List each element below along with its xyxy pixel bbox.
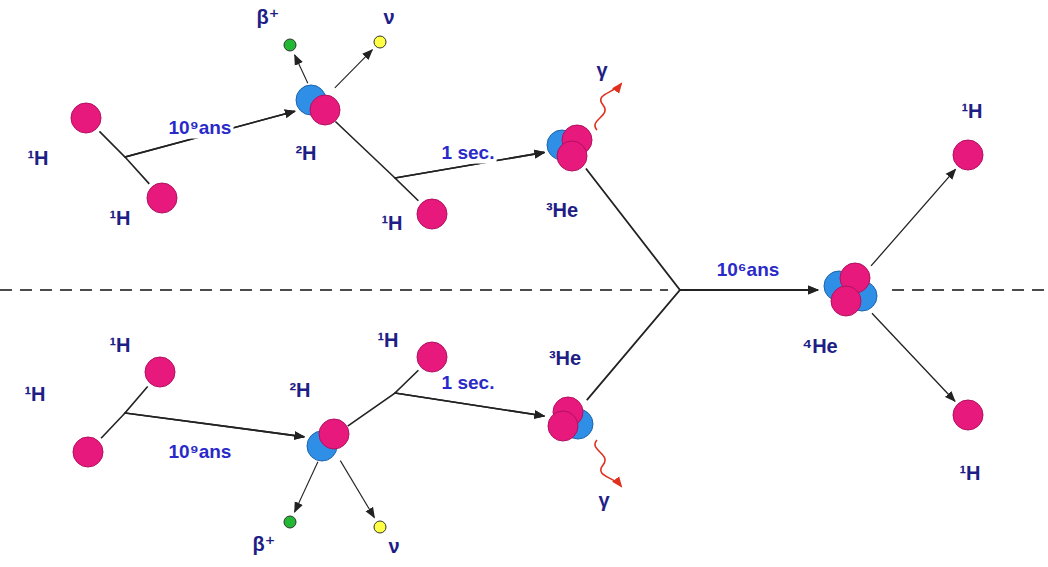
particle-shape <box>72 436 104 468</box>
particle-shape <box>416 341 448 373</box>
helium3-nucleus: ³He <box>546 124 594 172</box>
proton-sphere <box>319 419 349 449</box>
proton-sphere <box>417 199 447 229</box>
particle-label: ²H <box>295 142 316 164</box>
particle-label: ¹H <box>381 212 402 234</box>
reaction-arrow <box>125 111 295 184</box>
duration-label: 1 sec. <box>440 373 497 394</box>
proton-sphere <box>71 103 101 133</box>
reaction-arrow <box>871 169 955 266</box>
separator-dashed-line <box>0 289 668 291</box>
particle-label: ¹H <box>24 383 45 405</box>
reaction-arrow <box>335 50 372 88</box>
proton-sphere <box>417 342 447 372</box>
connector-group <box>99 50 955 518</box>
particle-shape <box>820 260 880 320</box>
particle-shape <box>146 182 178 214</box>
particle-shape <box>283 38 297 52</box>
helium4-nucleus: ⁴He <box>820 260 880 320</box>
duration-label: 10⁶ans <box>715 260 782 281</box>
proton-sphere <box>953 140 983 170</box>
particle-label: ⁴He <box>802 335 837 357</box>
duration-label: 1 sec. <box>440 143 497 164</box>
deuterium-nucleus: ²H <box>295 82 341 128</box>
particle-label: ¹H <box>961 100 982 122</box>
proton-sphere <box>145 357 175 387</box>
particle-label: β⁺ <box>253 533 276 555</box>
particle-dot <box>284 39 296 51</box>
particle-shape <box>952 399 984 431</box>
proton-sphere <box>557 141 587 171</box>
gamma-label: γ <box>596 59 607 81</box>
proton-sphere <box>73 437 103 467</box>
particle-shape <box>952 139 984 171</box>
proton-sphere <box>548 411 578 441</box>
reaction-arrow <box>99 111 294 157</box>
particle-shape <box>283 515 297 529</box>
proton: ¹H <box>952 139 984 171</box>
proton-sphere <box>953 400 983 430</box>
deuterium-nucleus: ²H <box>305 417 351 463</box>
particle-shape <box>144 356 176 388</box>
duration-label: 10⁹ans <box>167 118 234 139</box>
particle-shape <box>546 396 594 444</box>
positron: β⁺ <box>283 515 297 529</box>
helium3-nucleus: ³He <box>546 396 594 444</box>
gamma-wave-arrow <box>595 84 621 130</box>
gamma-label: γ <box>598 489 609 511</box>
particle-shape <box>373 520 387 534</box>
proton: ¹H <box>416 198 448 230</box>
reaction-arrow <box>101 413 304 438</box>
particle-label: ¹H <box>377 329 398 351</box>
particle-shape <box>305 417 351 463</box>
reaction-arrow <box>586 169 818 290</box>
reaction-arrow <box>295 462 318 512</box>
proton: ¹H <box>72 436 104 468</box>
positron: β⁺ <box>283 38 297 52</box>
proton: ¹H <box>952 399 984 431</box>
proton-sphere <box>147 183 177 213</box>
particle-dot <box>374 36 386 48</box>
proton-sphere <box>310 95 340 125</box>
particle-label: ¹H <box>109 207 130 229</box>
reaction-arrow <box>348 393 545 426</box>
particle-label: ³He <box>549 347 581 369</box>
particle-label: ¹H <box>959 462 980 484</box>
duration-label: 10⁹ans <box>167 442 234 463</box>
particle-label: ν <box>388 535 399 557</box>
proton-sphere <box>831 286 861 316</box>
proton: ¹H <box>416 341 448 373</box>
particle-label: ¹H <box>27 147 48 169</box>
separator-dashed-line <box>892 289 1048 291</box>
proton: ¹H <box>146 182 178 214</box>
gamma-wave-arrow <box>595 440 621 486</box>
particle-shape <box>373 35 387 49</box>
particle-dot <box>374 521 386 533</box>
particle-label: β⁺ <box>257 6 280 28</box>
particle-label: ³He <box>546 199 578 221</box>
particle-shape <box>416 198 448 230</box>
particle-label: ν <box>383 6 394 28</box>
particle-label: ¹H <box>109 334 130 356</box>
proton: ¹H <box>144 356 176 388</box>
particle-label: ²H <box>289 379 310 401</box>
particle-shape <box>295 82 341 128</box>
reaction-arrow <box>295 55 308 83</box>
reaction-arrow <box>340 461 374 518</box>
reaction-arrow <box>587 290 818 400</box>
neutrino: ν <box>373 35 387 49</box>
reaction-arrow <box>872 313 955 401</box>
proton: ¹H <box>70 102 102 134</box>
particle-shape <box>546 124 594 172</box>
reaction-arrow <box>395 370 544 416</box>
reaction-arrow <box>125 386 304 436</box>
particle-shape <box>70 102 102 134</box>
particle-dot <box>284 516 296 528</box>
neutrino: ν <box>373 520 387 534</box>
